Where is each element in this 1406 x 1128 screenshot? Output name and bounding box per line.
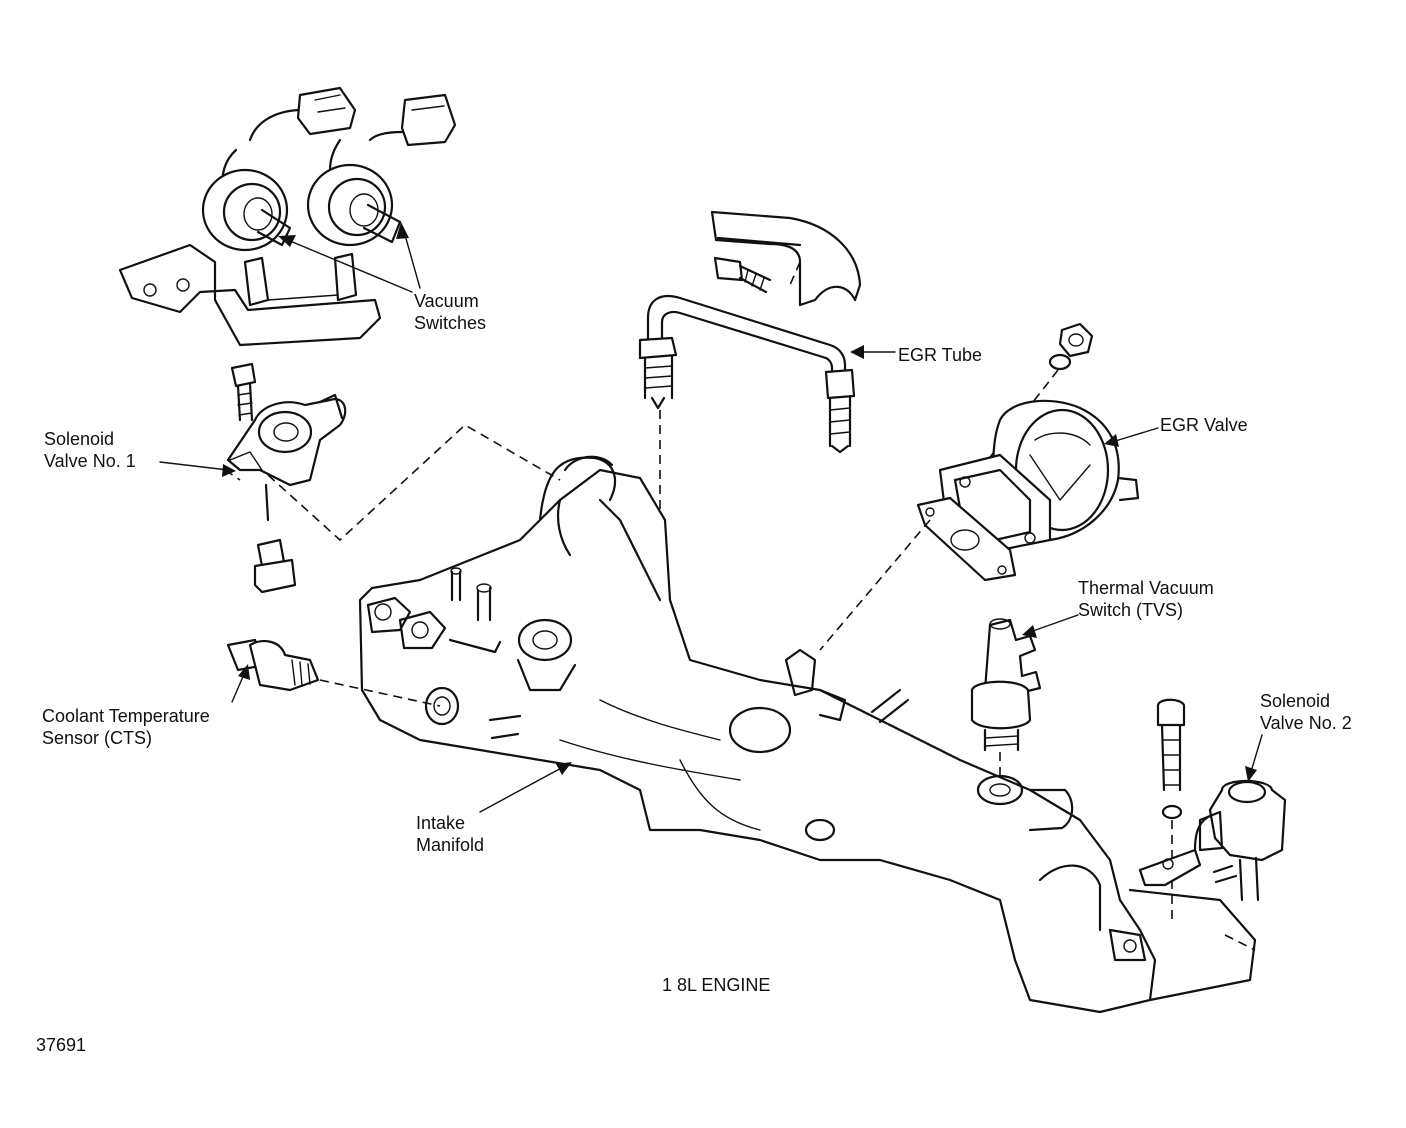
egr-tube-drawing	[638, 210, 862, 454]
label-intake-manifold-line1: Intake	[416, 813, 466, 833]
label-thermal-vacuum-switch-line2: Switch (TVS)	[1078, 600, 1184, 620]
label-vacuum-switches-line1: Vacuum	[414, 291, 479, 311]
coolant-temperature-sensor-drawing	[226, 638, 320, 692]
label-solenoid-valve-1-line1: Solenoid	[44, 429, 115, 449]
label-egr-tube: EGR Tube	[898, 345, 983, 365]
label-solenoid-valve-2-line2: Valve No. 2	[1260, 713, 1352, 733]
label-coolant-temperature-sensor-line2: Sensor (CTS)	[42, 728, 153, 748]
label-coolant-temperature-sensor-line1: Coolant Temperature	[42, 706, 210, 726]
label-solenoid-valve-2: Solenoid Valve No. 2	[1260, 690, 1352, 734]
label-solenoid-valve-1: Solenoid Valve No. 1	[44, 428, 136, 472]
egr-valve-drawing	[916, 322, 1140, 582]
intake-manifold-drawing	[358, 455, 1257, 1014]
label-vacuum-switches: Vacuum Switches	[414, 290, 486, 334]
leader-arrows	[159, 222, 1263, 813]
label-thermal-vacuum-switch-line1: Thermal Vacuum	[1078, 578, 1214, 598]
solenoid-valve-2-drawing	[1138, 698, 1287, 920]
label-solenoid-valve-1-line2: Valve No. 1	[44, 451, 136, 471]
label-egr-valve: EGR Valve	[1160, 415, 1248, 435]
label-vacuum-switches-line2: Switches	[414, 313, 487, 333]
label-coolant-temperature-sensor: Coolant Temperature Sensor (CTS)	[42, 705, 210, 749]
assembly-dash-lines	[224, 410, 931, 707]
label-thermal-vacuum-switch: Thermal Vacuum Switch (TVS)	[1078, 577, 1214, 621]
label-solenoid-valve-2-line1: Solenoid	[1260, 691, 1331, 711]
engine-caption: 1 8L ENGINE	[662, 975, 771, 995]
solenoid-valve-1-drawing	[226, 362, 347, 594]
label-intake-manifold-line2: Manifold	[416, 835, 485, 855]
thermal-vacuum-switch-drawing	[970, 618, 1042, 778]
figure-number: 37691	[36, 1035, 87, 1055]
vacuum-switches-drawing	[118, 86, 457, 347]
label-intake-manifold: Intake Manifold	[416, 812, 484, 856]
